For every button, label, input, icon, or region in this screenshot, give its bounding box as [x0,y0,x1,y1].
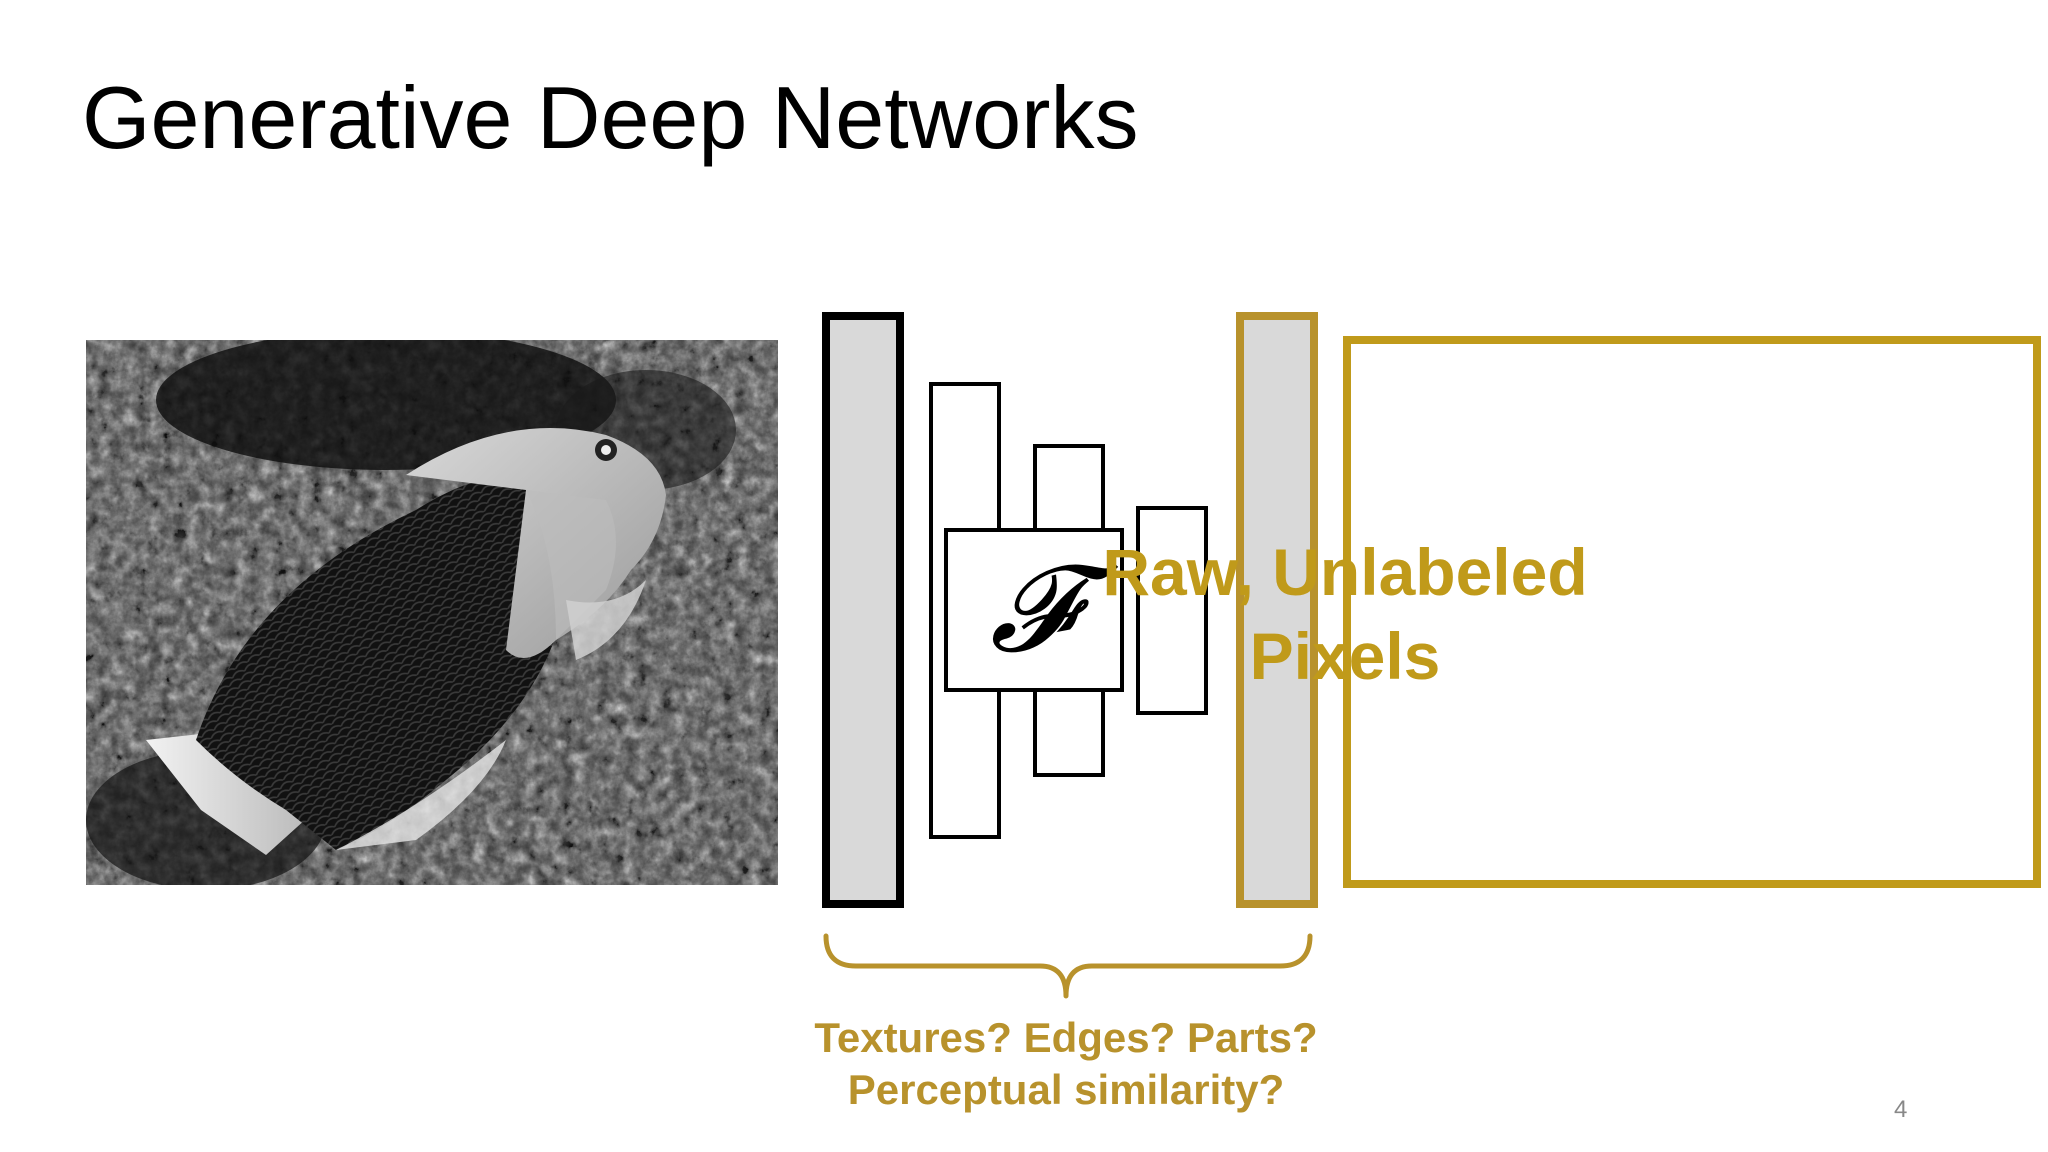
hidden-layer-3 [1136,506,1208,715]
output-layer [1236,312,1318,908]
question-line-1: Textures? Edges? Parts? [814,1014,1318,1061]
input-layer [822,312,904,908]
curly-brace-icon [823,933,1313,999]
slide-title: Generative Deep Networks [82,68,1139,167]
output-label-line2: Pixels [1249,619,1441,693]
output-label-line1: Raw, Unlabeled [1102,535,1588,609]
page-number: 4 [1894,1096,1908,1123]
question-line-2: Perceptual similarity? [847,1066,1285,1113]
output-pixels-box [1343,336,2041,888]
function-box [944,528,1124,692]
input-fish-image [86,340,778,885]
output-label: Raw, Unlabeled Pixels [995,530,1695,698]
